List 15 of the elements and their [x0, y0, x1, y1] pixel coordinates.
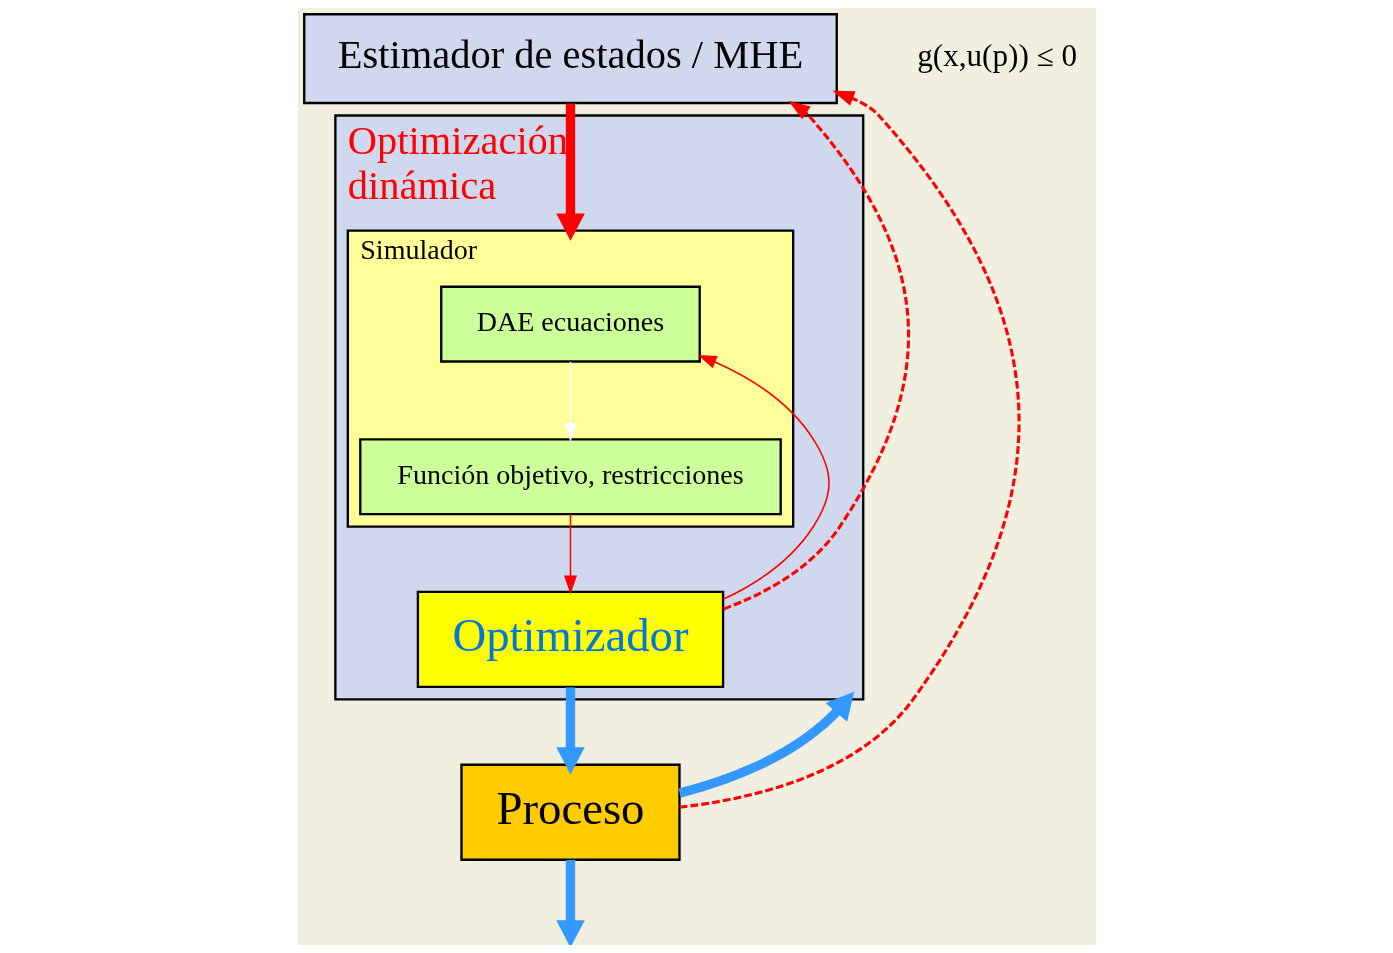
arrow: [563, 513, 577, 595]
arrow: [697, 354, 830, 600]
arrow: [679, 90, 1020, 809]
node-box: DAE ecuaciones: [439, 285, 701, 363]
arrow: [722, 100, 910, 611]
arrow: [555, 687, 585, 775]
node-box: Proceso: [459, 763, 681, 861]
arrow: [563, 361, 577, 442]
arrow: [677, 691, 854, 798]
node-box: Optimizador: [416, 590, 724, 689]
arrow: [555, 859, 585, 945]
node-box: Función objetivo, restricciones: [358, 438, 782, 516]
label: g(x,u(p)) ≤ 0: [916, 38, 1077, 74]
arrow: [555, 103, 585, 241]
node-box: Estimador de estados / MHE: [302, 13, 838, 105]
